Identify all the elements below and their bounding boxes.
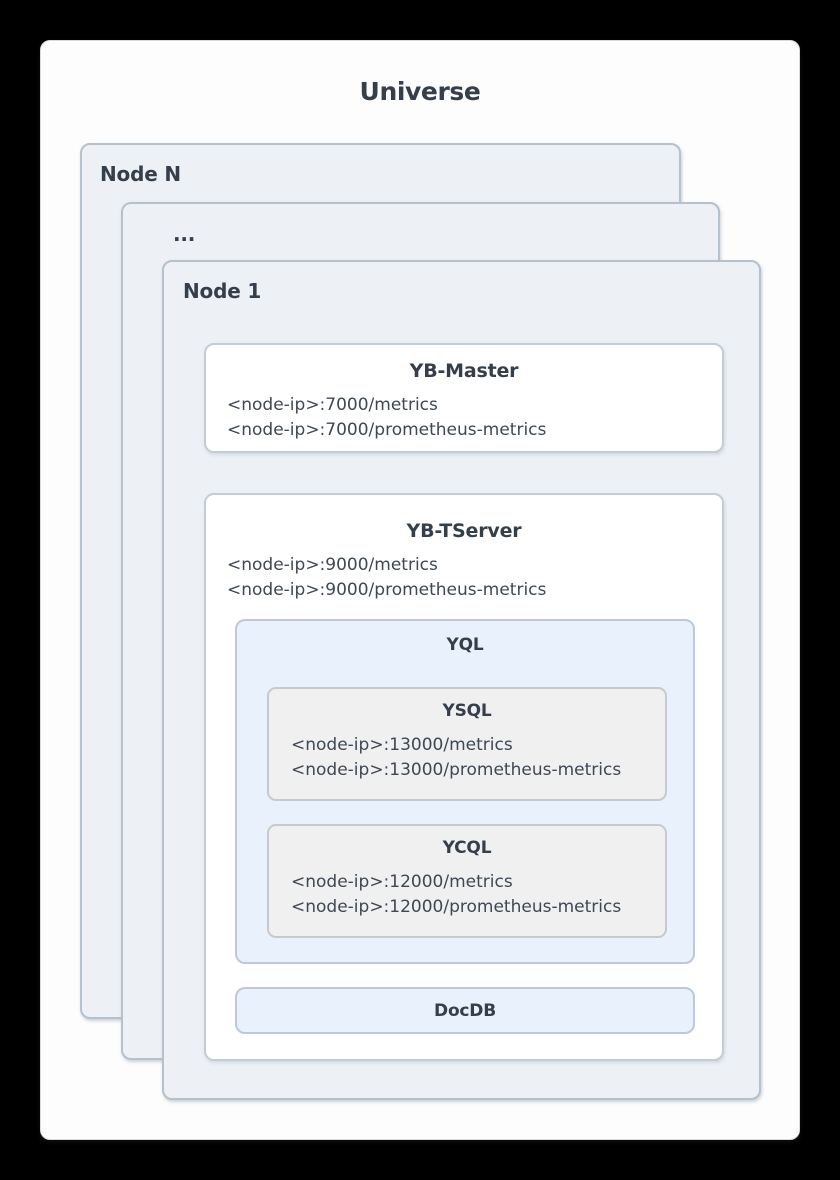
yb-tserver-box: YB-TServer <node-ip>:9000/metrics <node-… — [204, 493, 724, 1061]
yb-master-metrics-endpoint: <node-ip>:7000/metrics — [227, 395, 438, 415]
yb-master-endpoints: <node-ip>:7000/metrics <node-ip>:7000/pr… — [226, 393, 702, 443]
yb-master-prometheus-endpoint: <node-ip>:7000/prometheus-metrics — [227, 420, 547, 440]
node-n-label: Node N — [100, 162, 181, 186]
yb-tserver-endpoints: <node-ip>:9000/metrics <node-ip>:9000/pr… — [226, 553, 702, 603]
ysql-prometheus-endpoint: <node-ip>:13000/prometheus-metrics — [291, 760, 622, 780]
universe-box: Universe Node N ... Node 1 YB-Master <no… — [40, 40, 800, 1140]
docdb-box: DocDB — [235, 987, 695, 1034]
ycql-prometheus-endpoint: <node-ip>:12000/prometheus-metrics — [291, 897, 622, 917]
yql-box: YQL YSQL <node-ip>:13000/metrics <node-i… — [235, 619, 695, 964]
ycql-title: YCQL — [442, 838, 492, 858]
ysql-title: YSQL — [442, 701, 492, 721]
yb-master-title: YB-Master — [409, 360, 519, 382]
yb-tserver-prometheus-endpoint: <node-ip>:9000/prometheus-metrics — [227, 580, 547, 600]
yb-tserver-title: YB-TServer — [406, 520, 522, 542]
node-1-box: Node 1 YB-Master <node-ip>:7000/metrics … — [162, 260, 761, 1100]
yb-tserver-metrics-endpoint: <node-ip>:9000/metrics — [227, 555, 438, 575]
yql-title: YQL — [446, 635, 484, 655]
ysql-metrics-endpoint: <node-ip>:13000/metrics — [291, 735, 513, 755]
universe-title: Universe — [359, 77, 481, 106]
ysql-endpoints: <node-ip>:13000/metrics <node-ip>:13000/… — [290, 733, 644, 783]
ycql-metrics-endpoint: <node-ip>:12000/metrics — [291, 872, 513, 892]
ycql-box: YCQL <node-ip>:12000/metrics <node-ip>:1… — [267, 824, 667, 938]
ycql-endpoints: <node-ip>:12000/metrics <node-ip>:12000/… — [290, 870, 644, 920]
ysql-box: YSQL <node-ip>:13000/metrics <node-ip>:1… — [267, 687, 667, 801]
node-ellipsis-label: ... — [173, 222, 196, 246]
node-1-label: Node 1 — [183, 279, 262, 303]
yb-master-box: YB-Master <node-ip>:7000/metrics <node-i… — [204, 343, 724, 453]
docdb-title: DocDB — [434, 1000, 496, 1021]
